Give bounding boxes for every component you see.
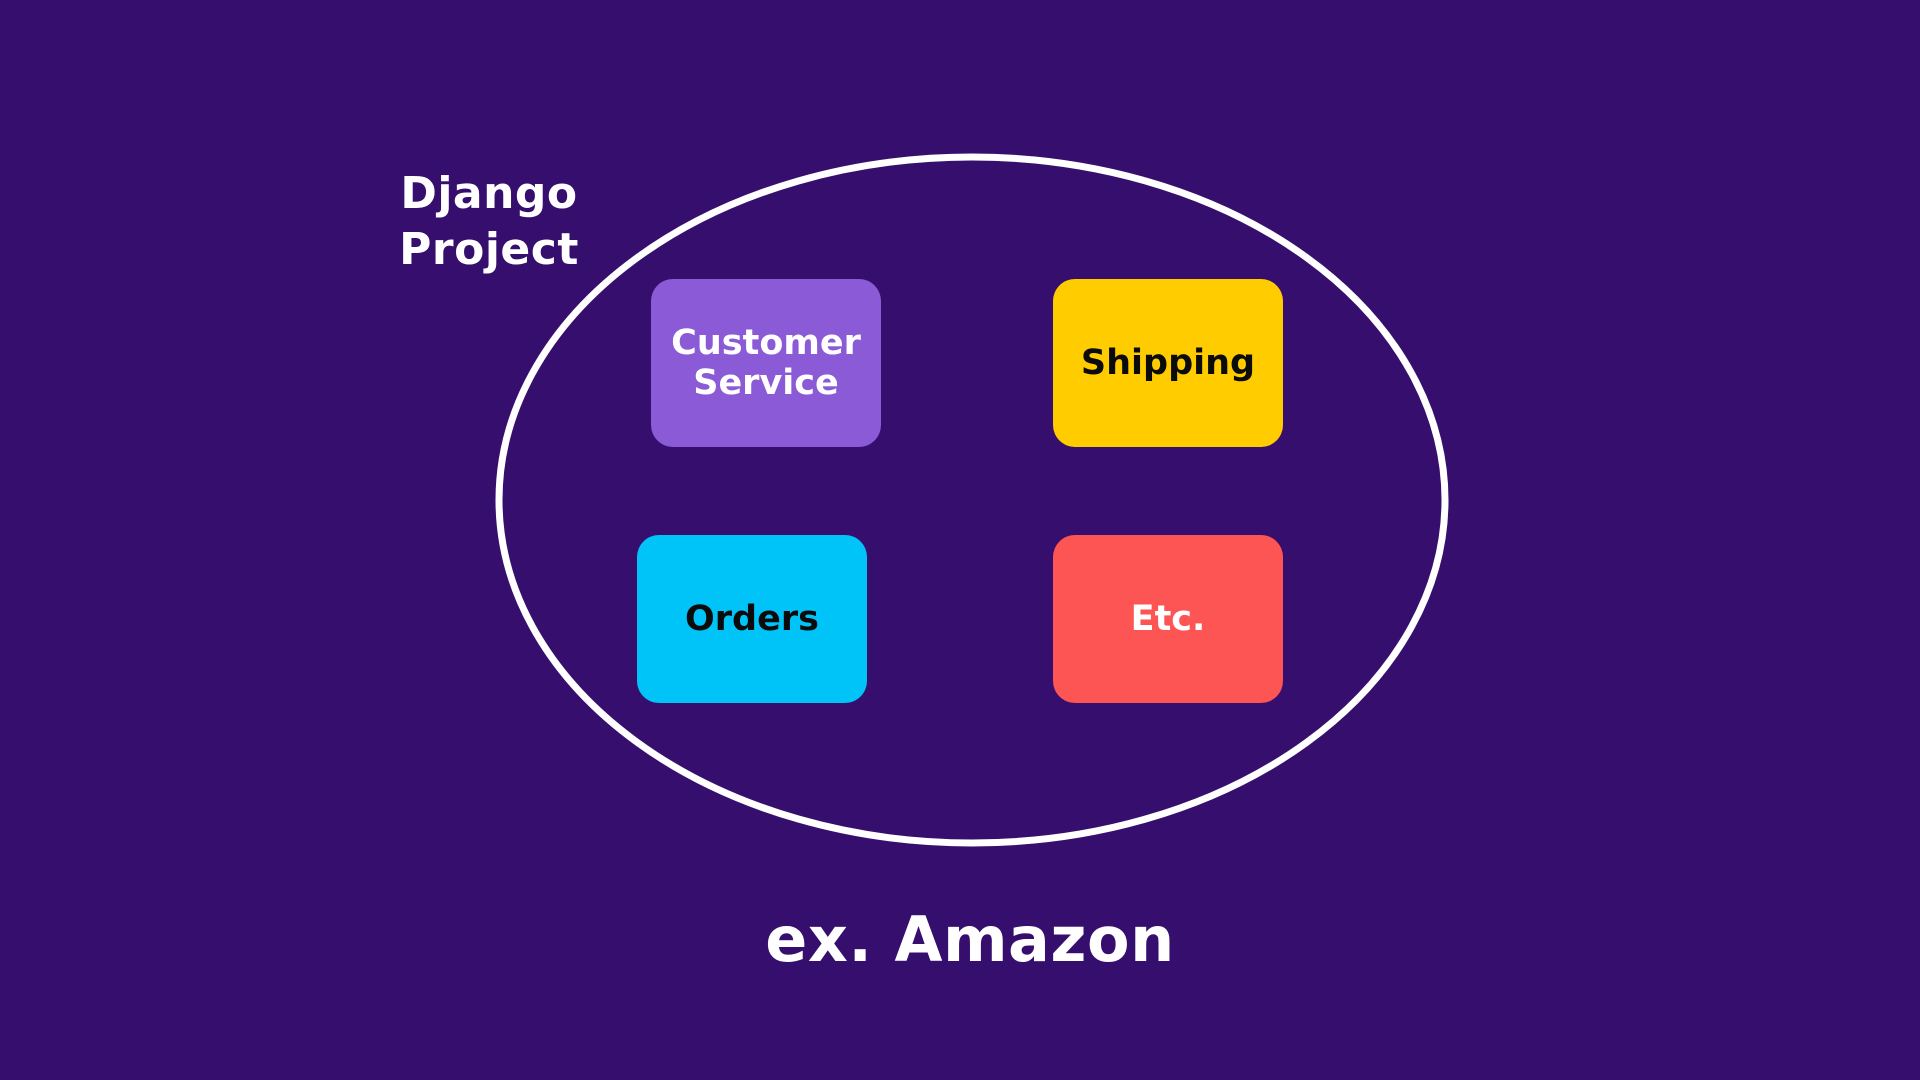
app-box-customer-service: Customer Service — [651, 279, 881, 447]
app-label-line2: Service — [693, 363, 839, 403]
app-label: Orders — [685, 599, 819, 639]
app-label: Shipping — [1080, 343, 1256, 383]
caption: ex. Amazon — [765, 903, 1175, 976]
app-box-etc: Etc. — [1053, 535, 1283, 703]
project-label-line2: Project — [399, 224, 579, 275]
app-label: Etc. — [1130, 599, 1206, 639]
project-boundary — [495, 153, 1449, 847]
project-label: Django Project — [378, 166, 600, 278]
app-label-line1: Customer — [671, 323, 861, 363]
app-box-shipping: Shipping — [1053, 279, 1283, 447]
app-box-orders: Orders — [637, 535, 867, 703]
project-label-line1: Django — [400, 168, 578, 219]
